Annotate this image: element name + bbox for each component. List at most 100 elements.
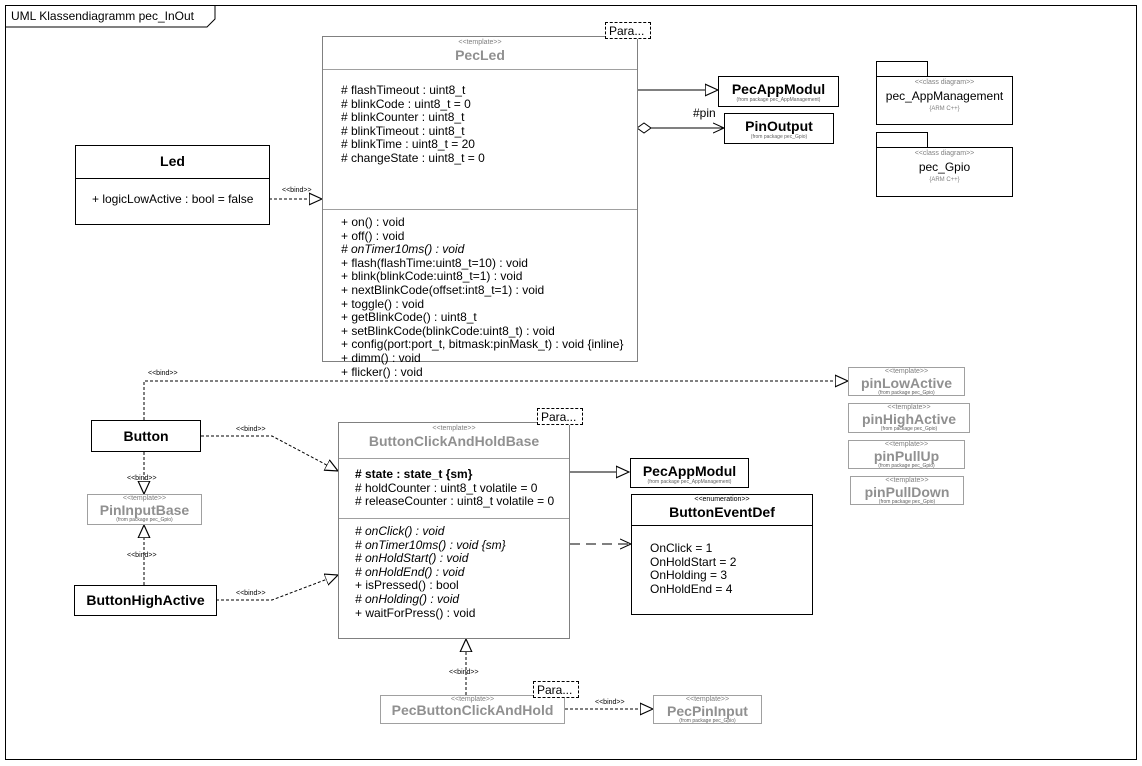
stereotype-label: <<template>>	[432, 425, 476, 432]
from-package: (from package pec_Gpio)	[880, 426, 938, 432]
bind-label: <<bind>>	[449, 669, 479, 676]
attribute: # blinkTimeout : uint8_t	[341, 123, 465, 138]
bind-label: <<bind>>	[282, 187, 312, 194]
class-pecappmodul[interactable]: PecAppModul (from package pec_AppManagem…	[718, 76, 839, 107]
package-language: {ARM C++}	[929, 177, 960, 183]
operation: + config(port:port_t, bitmask:pinMask_t)…	[341, 337, 624, 352]
role-label-pin: #pin	[693, 106, 716, 120]
package-pec-gpio[interactable]: <<class diagram>> pec_Gpio {ARM C++}	[876, 132, 1013, 197]
template-parameter-box: Para...	[605, 22, 651, 39]
operation: # onHoldStart() : void	[355, 551, 469, 566]
operations-compartment: # onClick() : void# onTimer10ms() : void…	[339, 518, 569, 620]
class-name: PecPinInput	[667, 703, 748, 719]
enum-literal: OnHolding = 3	[650, 568, 728, 583]
stereotype-label: <<class diagram>>	[914, 150, 975, 157]
class-pecled[interactable]: <<template>> PecLed # flashTimeout : uin…	[322, 36, 638, 378]
template-parameter-box: Para...	[533, 681, 579, 698]
class-pecappmodul-2[interactable]: PecAppModul (from package pec_AppManagem…	[630, 458, 749, 488]
class-name: ButtonHighActive	[86, 592, 205, 608]
diagram-frame	[5, 5, 1137, 760]
operation: + flicker() : void	[341, 364, 423, 379]
class-name: pinPullDown	[864, 484, 950, 500]
class-name: ButtonClickAndHoldBase	[368, 433, 540, 449]
class-buttonclickandholdbase[interactable]: <<template>> ButtonClickAndHoldBase # st…	[338, 422, 570, 639]
operation: # onTimer10ms() : void {sm}	[355, 537, 506, 552]
operation: # onHolding() : void	[355, 591, 460, 606]
attributes-compartment: # state : state_t {sm}# holdCounter : ui…	[339, 458, 569, 518]
operation: # onHoldEnd() : void	[355, 564, 465, 579]
attributes-compartment: + logicLowActive : bool = false	[76, 178, 269, 207]
operation: + toggle() : void	[341, 296, 425, 311]
class-pinpullup[interactable]: <<template>> pinPullUp (from package pec…	[848, 440, 965, 469]
attribute: # changeState : uint8_t = 0	[341, 150, 485, 165]
operation: # onTimer10ms() : void	[341, 242, 465, 257]
button-bind-pinlowactive	[143, 381, 848, 420]
operation: + nextBlinkCode(offset:int8_t=1) : void	[341, 282, 545, 297]
stereotype-label: <<enumeration>>	[694, 496, 750, 503]
package-name: pec_Gpio	[918, 160, 971, 174]
class-pininputbase[interactable]: <<template>> PinInputBase (from package …	[87, 494, 202, 525]
stereotype-label: <<template>>	[885, 477, 929, 484]
stereotype-label: <<template>>	[884, 441, 929, 448]
stereotype-label: <<template>>	[458, 39, 502, 46]
attribute: # flashTimeout : uint8_t	[341, 83, 466, 97]
attributes-compartment: # flashTimeout : uint8_t# blinkCode : ui…	[323, 69, 637, 209]
operation: + setBlinkCode(blinkCode:uint8_t) : void	[341, 323, 555, 338]
class-pinpulldown[interactable]: <<template>> pinPullDown (from package p…	[850, 476, 964, 505]
class-name: Button	[123, 428, 169, 444]
bind-label: <<bind>>	[236, 590, 266, 597]
package-pec-appmanagement[interactable]: <<class diagram>> pec_AppManagement {ARM…	[876, 61, 1013, 125]
stereotype-label: <<template>>	[685, 696, 730, 703]
frame-tab-outline	[5, 5, 216, 28]
operation: + isPressed() : bool	[355, 578, 459, 593]
class-pinlowactive[interactable]: <<template>> pinLowActive (from package …	[848, 367, 965, 396]
template-parameter-box: Para...	[537, 408, 583, 425]
attribute: # state : state_t {sm}	[355, 467, 473, 481]
bind-label: <<bind>>	[595, 699, 625, 706]
class-name: pinLowActive	[860, 375, 952, 391]
from-package: (from package pec_Gpio)	[878, 463, 935, 469]
class-pinhighactive[interactable]: <<template>> pinHighActive (from package…	[848, 403, 970, 433]
class-name: PecButtonClickAndHold	[391, 702, 554, 718]
class-pecbuttonclickandhold[interactable]: <<template>> PecButtonClickAndHold	[380, 695, 565, 724]
enum-literal: OnHoldEnd = 4	[650, 581, 733, 596]
class-pecpininput[interactable]: <<template>> PecPinInput (from package p…	[653, 695, 762, 724]
class-name: pinHighActive	[861, 411, 957, 427]
operation: # onClick() : void	[355, 524, 445, 538]
from-package: (from package pec_AppManagement)	[647, 479, 732, 485]
class-led[interactable]: Led + logicLowActive : bool = false	[75, 145, 270, 225]
class-name: PecAppModul	[642, 463, 737, 479]
package-language: {ARM C++}	[929, 106, 960, 112]
class-buttonhighactive[interactable]: ButtonHighActive	[74, 585, 217, 616]
from-package: (from package pec_Gpio)	[116, 517, 173, 523]
operation: + getBlinkCode() : uint8_t	[341, 310, 477, 325]
package-name: pec_AppManagement	[885, 89, 1004, 103]
operation: + off() : void	[341, 228, 405, 243]
bind-label: <<bind>>	[127, 475, 157, 482]
class-name: PinOutput	[745, 118, 813, 134]
attribute: # releaseCounter : uint8_t volatile = 0	[355, 494, 555, 509]
bind-label: <<bind>>	[236, 426, 266, 433]
class-name: PecLed	[455, 47, 505, 63]
class-name: pinPullUp	[873, 448, 940, 464]
button-bind-bcahb	[201, 435, 338, 471]
operation: + dimm() : void	[341, 350, 421, 365]
operation: + on() : void	[341, 215, 405, 229]
bha-bind-bcahb	[216, 575, 338, 601]
bind-label: <<bind>>	[148, 370, 178, 377]
bind-label: <<bind>>	[127, 552, 157, 559]
attribute: # blinkTime : uint8_t = 20	[341, 137, 475, 152]
from-package: (from package pec_Gpio)	[679, 718, 736, 724]
operation: + waitForPress() : void	[355, 605, 476, 620]
enum-literal: OnHoldStart = 2	[650, 554, 737, 569]
class-button[interactable]: Button	[91, 420, 201, 452]
pecled-aggregation-pinoutput	[636, 122, 652, 134]
stereotype-label: <<template>>	[122, 495, 167, 502]
enum-name: ButtonEventDef	[669, 504, 775, 520]
class-pinoutput[interactable]: PinOutput (from package pec_Gpio)	[724, 113, 834, 144]
operation: + blink(blinkCode:uint8_t=1) : void	[341, 269, 523, 284]
operation: + flash(flashTime:uint8_t=10) : void	[341, 255, 528, 270]
enum-buttoneventdef[interactable]: <<enumeration>> ButtonEventDef OnClick =…	[631, 494, 813, 615]
stereotype-label: <<template>>	[887, 404, 931, 411]
